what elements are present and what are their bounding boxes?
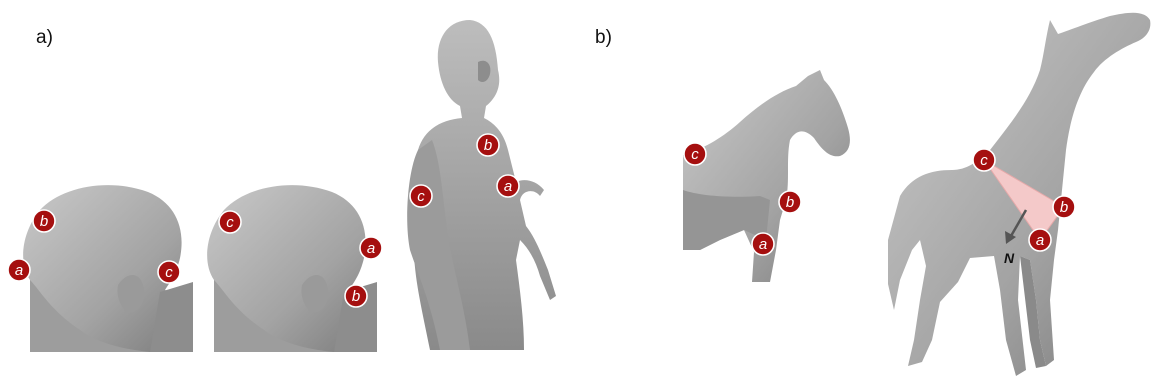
horse-model-2: N xyxy=(888,13,1150,376)
marker-head1-a: a xyxy=(8,259,30,281)
marker-horse2-c: c xyxy=(973,149,995,171)
svg-text:a: a xyxy=(367,240,375,257)
marker-head1-c: c xyxy=(158,261,180,283)
marker-head2-b: b xyxy=(345,285,367,307)
svg-text:b: b xyxy=(1060,199,1068,216)
svg-text:c: c xyxy=(980,152,988,169)
marker-body-a: a xyxy=(497,175,519,197)
human-body-model xyxy=(407,20,556,350)
svg-text:b: b xyxy=(352,288,360,305)
marker-horse1-a: a xyxy=(752,233,774,255)
marker-horse1-b: b xyxy=(779,191,801,213)
svg-text:b: b xyxy=(484,137,492,154)
marker-head2-c: c xyxy=(219,211,241,233)
svg-text:c: c xyxy=(226,214,234,231)
marker-body-c: c xyxy=(410,185,432,207)
svg-text:c: c xyxy=(691,146,699,163)
normal-label: N xyxy=(1004,250,1015,266)
svg-text:a: a xyxy=(1036,232,1044,249)
svg-text:a: a xyxy=(15,262,23,279)
marker-head2-a: a xyxy=(360,237,382,259)
marker-head1-b: b xyxy=(33,210,55,232)
marker-horse2-a: a xyxy=(1029,229,1051,251)
svg-text:a: a xyxy=(504,178,512,195)
svg-text:b: b xyxy=(786,194,794,211)
marker-horse2-b: b xyxy=(1053,196,1075,218)
svg-text:a: a xyxy=(759,236,767,253)
svg-text:b: b xyxy=(40,213,48,230)
marker-body-b: b xyxy=(477,134,499,156)
head-model-2 xyxy=(207,185,377,352)
svg-text:c: c xyxy=(417,188,425,205)
svg-text:c: c xyxy=(165,264,173,281)
marker-horse1-c: c xyxy=(684,143,706,165)
